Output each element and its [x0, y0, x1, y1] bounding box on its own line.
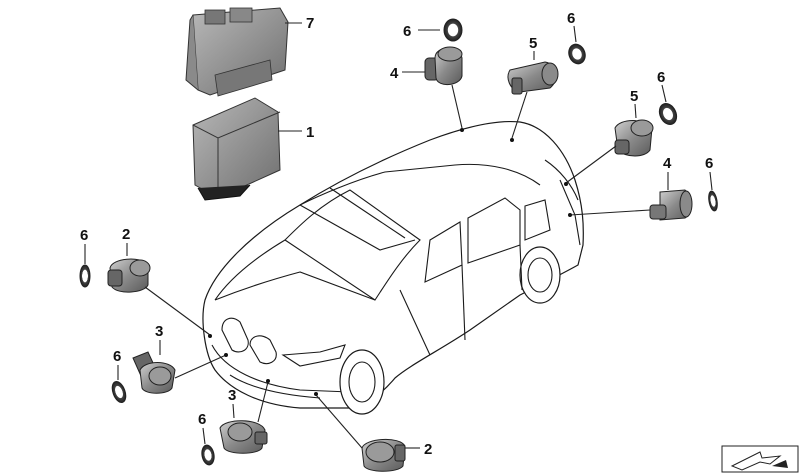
control-unit-part[interactable]: [192, 97, 281, 201]
seal-ring-front-left[interactable]: [79, 264, 91, 288]
callout-7: 7: [306, 15, 314, 32]
callout-5a: 5: [529, 35, 537, 52]
callout-6a: 6: [403, 23, 411, 40]
callout-6c: 6: [657, 69, 665, 86]
sensor-part-4-top[interactable]: [424, 46, 463, 85]
sensor-part-3-front-left[interactable]: [132, 351, 176, 394]
callout-6f: 6: [113, 348, 121, 365]
callout-1: 1: [306, 124, 314, 141]
callout-6e: 6: [80, 227, 88, 244]
sensor-part-3-bottom[interactable]: [219, 420, 268, 454]
seal-ring-bottom[interactable]: [200, 444, 215, 466]
callout-3b: 3: [228, 387, 236, 404]
callout-3a: 3: [155, 323, 163, 340]
seal-ring-rear-lower[interactable]: [707, 190, 718, 212]
callout-4b: 4: [663, 155, 672, 172]
sensor-part-5-top[interactable]: [507, 61, 559, 95]
control-unit-bracket-part[interactable]: [185, 7, 289, 97]
seal-ring-top-right[interactable]: [566, 42, 588, 66]
seal-ring-top[interactable]: [443, 18, 463, 42]
sensor-part-5-rear[interactable]: [614, 119, 654, 157]
callout-4a: 4: [390, 65, 399, 82]
callout-2b: 2: [424, 441, 432, 458]
callout-2a: 2: [122, 226, 130, 243]
seal-ring-rear-upper[interactable]: [656, 101, 680, 128]
sensor-part-2-bottom[interactable]: [361, 439, 406, 472]
callout-6g: 6: [198, 411, 206, 428]
seal-ring-front-lower-left[interactable]: [110, 380, 129, 405]
vehicle-outline: [202, 121, 584, 415]
sensor-part-4-rear[interactable]: [649, 189, 693, 221]
mount-points: [208, 128, 572, 396]
callout-5b: 5: [630, 88, 638, 105]
sensor-part-2-front-left[interactable]: [107, 258, 151, 293]
callout-6b: 6: [567, 10, 575, 27]
leader-lines: [84, 22, 713, 449]
callout-6d: 6: [705, 155, 713, 172]
callout-numbers: 7 1 6 4 5 6 5 6 4 6 6 2 3 6 3 6 2: [80, 10, 713, 458]
arrow-badge-icon[interactable]: [721, 445, 799, 473]
